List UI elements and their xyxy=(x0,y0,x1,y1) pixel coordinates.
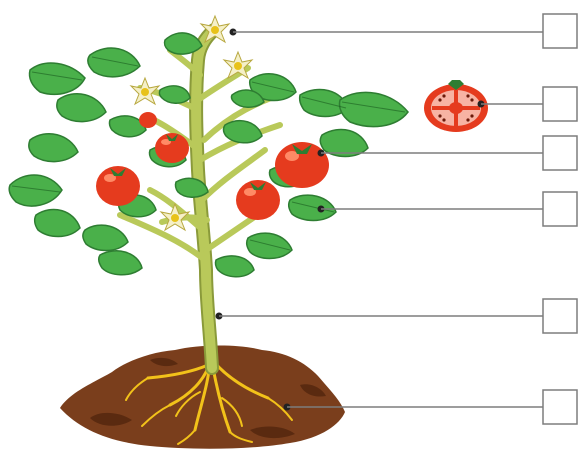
leaf xyxy=(159,86,190,103)
label-flower xyxy=(230,14,578,48)
answer-box-fruit[interactable] xyxy=(543,136,577,170)
leaf xyxy=(339,92,408,126)
leaf xyxy=(247,233,292,258)
leaf xyxy=(29,134,78,162)
leaf xyxy=(215,256,254,277)
label-leaf xyxy=(318,192,578,226)
answer-box-leaf[interactable] xyxy=(543,192,577,226)
leaf xyxy=(289,195,336,220)
leaf xyxy=(83,225,128,250)
leaf xyxy=(9,175,62,206)
tomato xyxy=(236,180,280,220)
tomato xyxy=(155,133,189,163)
tomato xyxy=(96,166,140,206)
label-seed xyxy=(478,87,578,121)
leaf xyxy=(88,48,140,77)
answer-box-flower[interactable] xyxy=(543,14,577,48)
leaf xyxy=(35,209,80,236)
answer-box-seed[interactable] xyxy=(543,87,577,121)
leaf xyxy=(224,121,262,143)
leaf xyxy=(164,33,202,54)
answer-box-root[interactable] xyxy=(543,390,577,424)
tomato xyxy=(139,112,157,128)
leaf xyxy=(57,94,106,122)
answer-box-stem[interactable] xyxy=(543,299,577,333)
tomato xyxy=(275,142,329,188)
leaf xyxy=(99,251,142,275)
label-stem xyxy=(216,299,578,333)
